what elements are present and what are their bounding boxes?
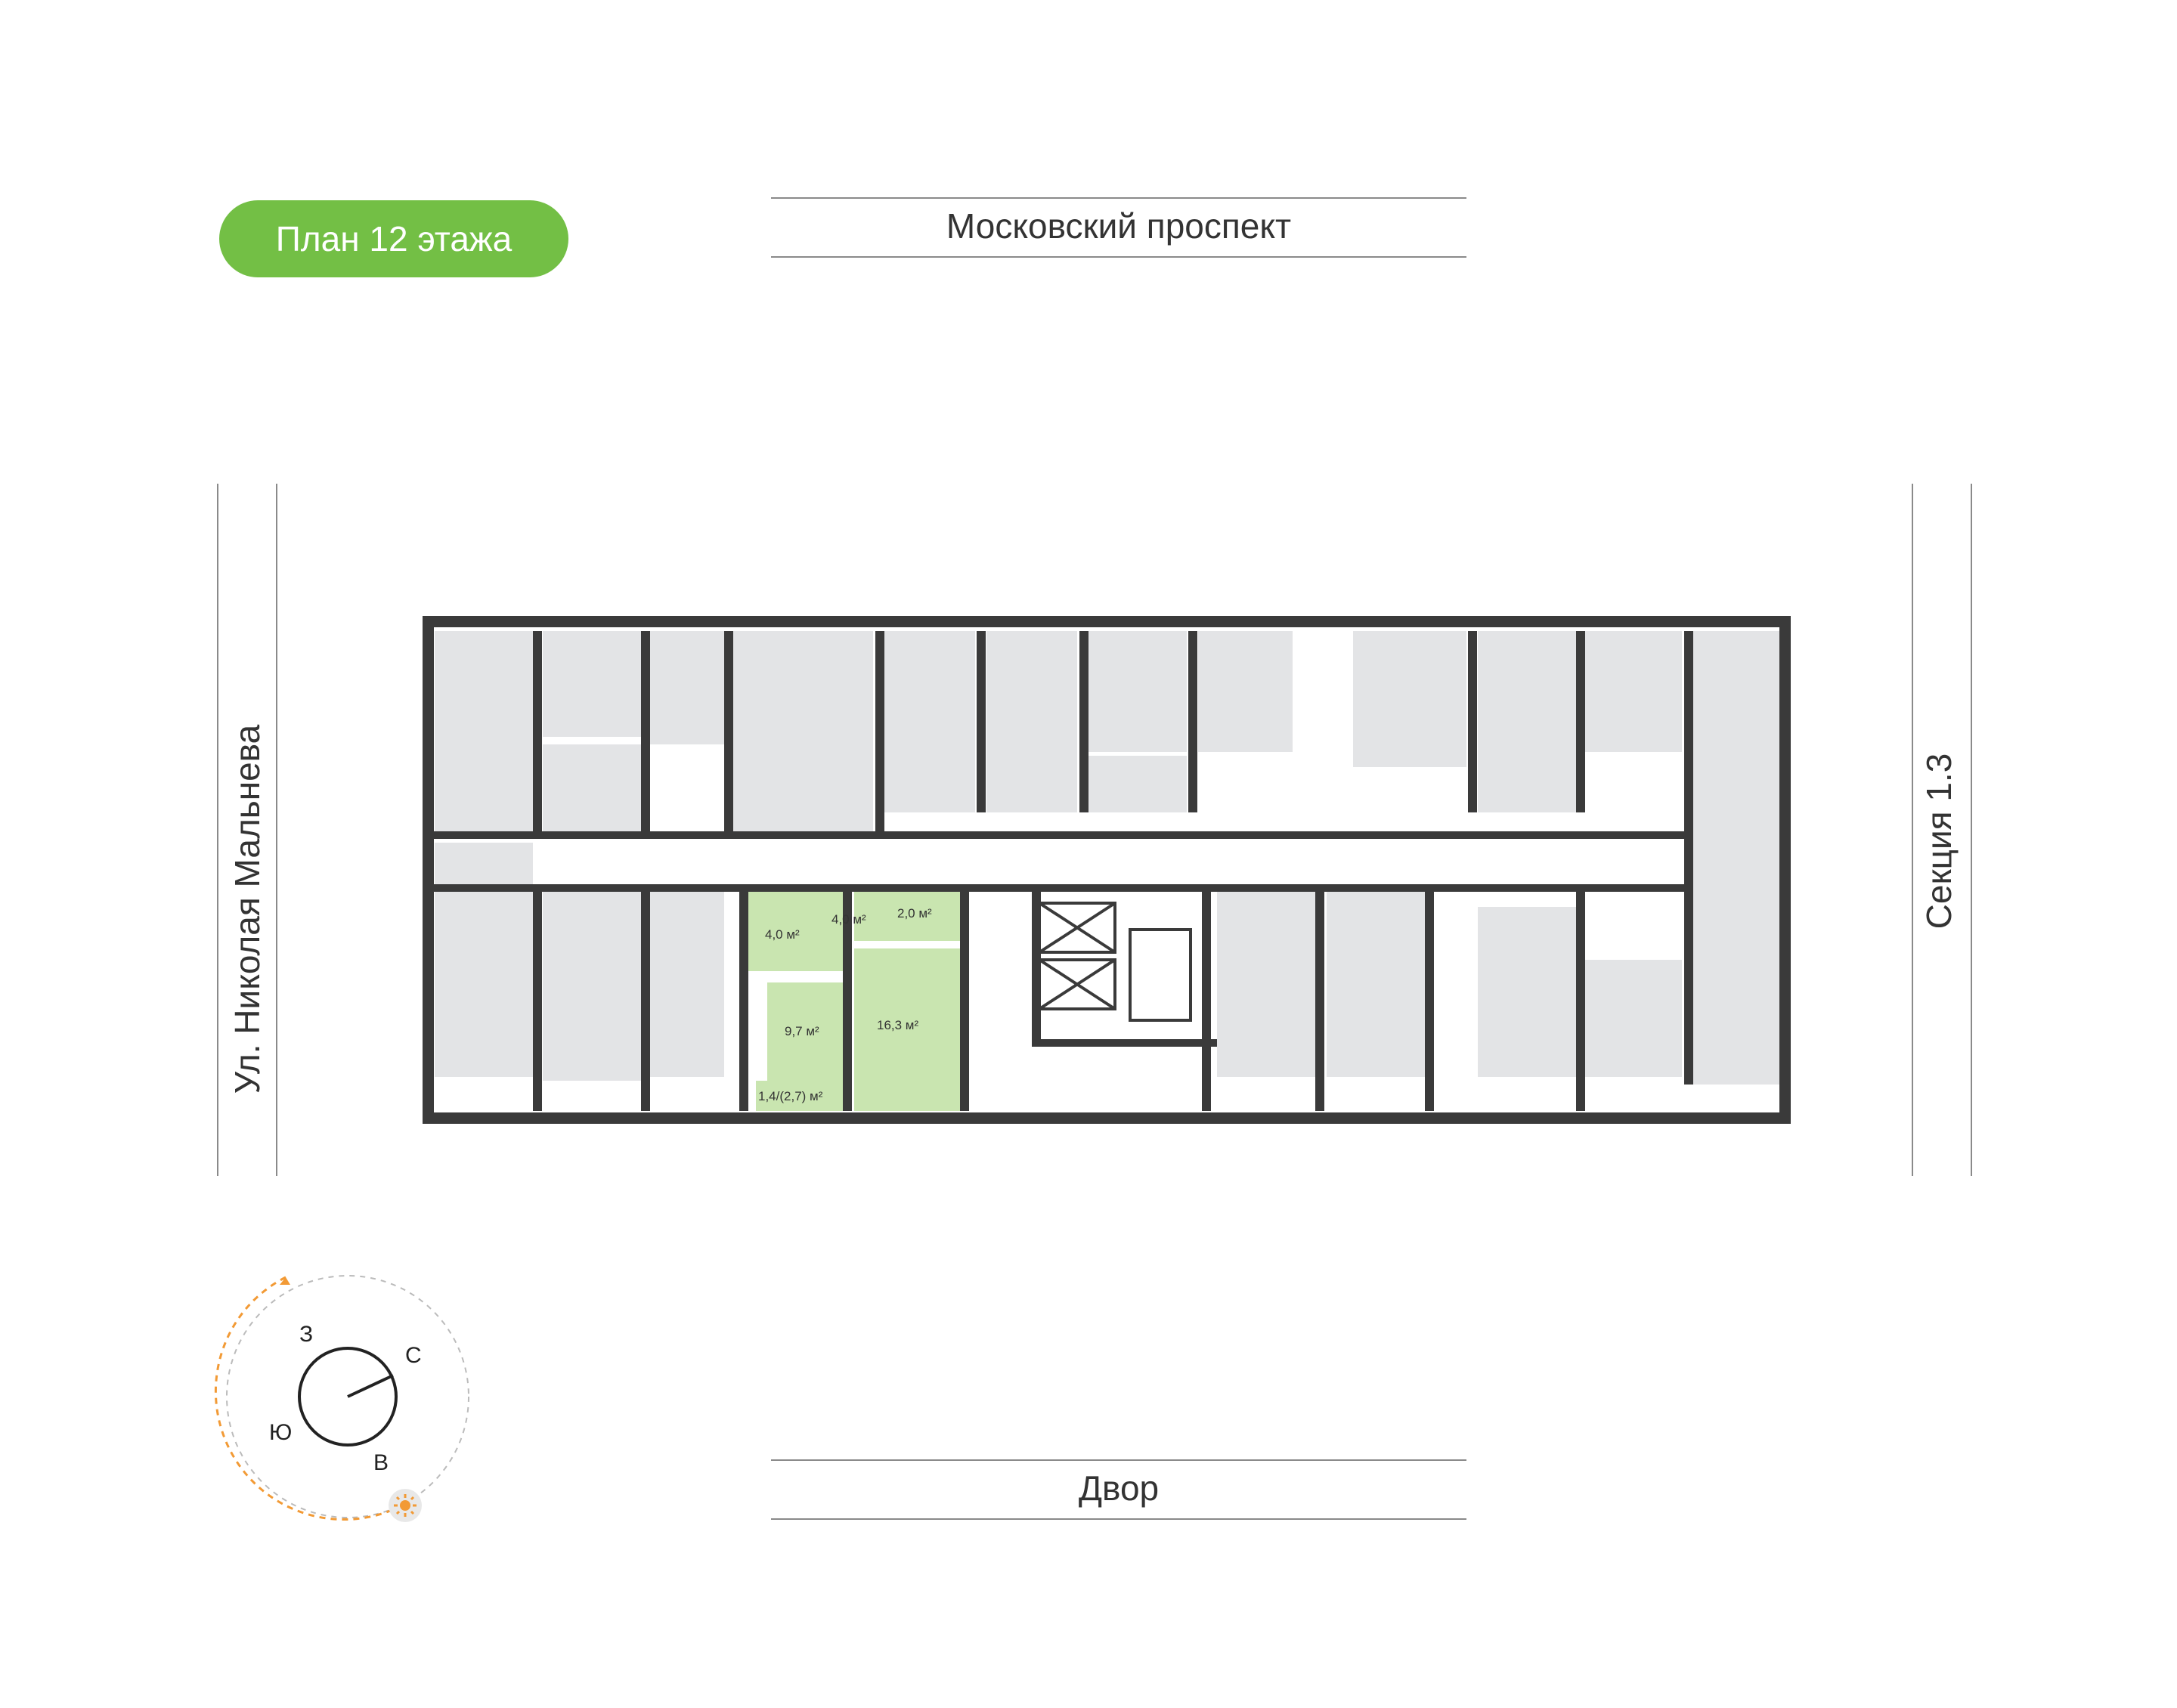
street-lines xyxy=(217,197,1972,1520)
selected-apartment[interactable] xyxy=(748,892,960,1111)
room-area-labels: 4,0 м² 4,0 м² 2,0 м² 9,7 м² 16,3 м² 1,4/… xyxy=(758,906,932,1103)
street-label-bottom: Двор xyxy=(1078,1468,1160,1508)
area-label-kitchen: 9,7 м² xyxy=(785,1024,819,1038)
compass-south: Ю xyxy=(269,1420,292,1445)
area-label-balcony: 1,4/(2,7) м² xyxy=(758,1089,823,1103)
compass: З С Ю В xyxy=(215,1275,469,1522)
apartments xyxy=(435,631,1784,1085)
compass-east: В xyxy=(373,1450,389,1475)
compass-north: С xyxy=(405,1343,422,1368)
floor-badge[interactable]: План 12 этажа xyxy=(219,200,568,277)
compass-needle xyxy=(347,1374,394,1398)
street-label-top: Московский проспект xyxy=(946,206,1292,246)
compass-dial xyxy=(298,1347,398,1447)
area-label-living-room: 16,3 м² xyxy=(877,1018,918,1032)
area-label-storage: 2,0 м² xyxy=(897,906,932,921)
area-label-hallway: 4,0 м² xyxy=(831,912,866,927)
sun-icon xyxy=(389,1489,422,1522)
area-label-bathroom: 4,0 м² xyxy=(765,927,800,942)
corridor xyxy=(650,839,1595,884)
compass-west: З xyxy=(299,1322,313,1347)
walls xyxy=(423,617,1790,1123)
